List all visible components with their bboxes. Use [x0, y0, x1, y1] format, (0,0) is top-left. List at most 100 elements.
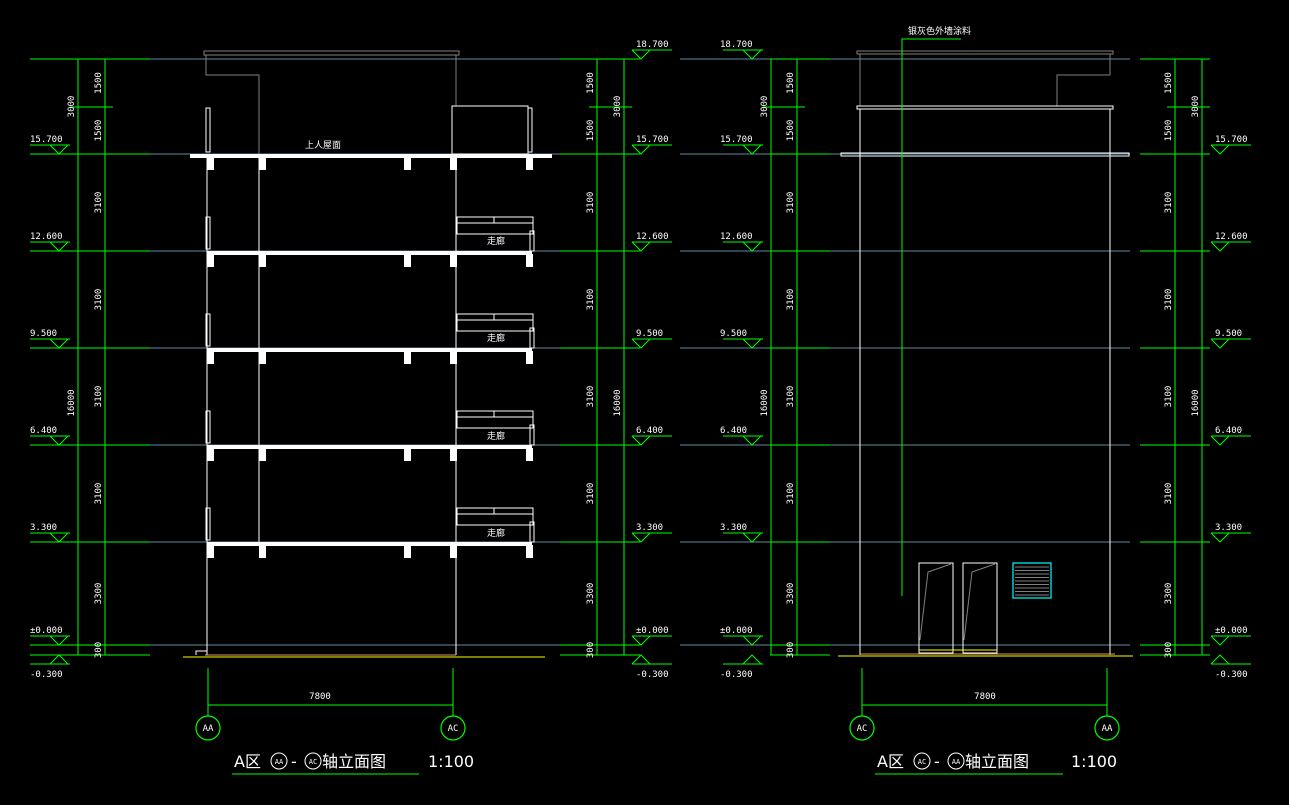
dimension-text: 3000: [67, 96, 77, 118]
elevation-text: 9.500: [1215, 329, 1242, 339]
dimension-text: 1500: [94, 72, 104, 94]
svg-text:AC: AC: [309, 758, 317, 766]
roof-band: [856, 105, 1114, 110]
dimension-text: 3300: [94, 583, 104, 605]
beam: [450, 157, 457, 170]
beam: [450, 448, 457, 461]
dimension-text: 3100: [586, 289, 596, 311]
elevation-marker: 6.400: [30, 426, 70, 446]
beam: [207, 351, 214, 364]
svg-text:-: -: [934, 752, 940, 771]
axis-bubble: AC: [849, 715, 875, 741]
svg-text:轴立面图: 轴立面图: [965, 752, 1029, 771]
dimension-text: 3100: [1164, 192, 1174, 214]
corridor-railing: [456, 313, 534, 332]
span-dimension-right: 7800: [974, 692, 996, 702]
elevation-text: 6.400: [30, 426, 57, 436]
elevation-marker: 15.700: [30, 135, 70, 155]
corridor-railing: [456, 216, 534, 235]
elevation-text: -0.300: [30, 670, 63, 680]
beam: [404, 545, 411, 558]
elevation-text: 3.300: [720, 523, 747, 533]
elevation-text: 6.400: [720, 426, 747, 436]
corridor-label: 走廊: [487, 332, 505, 344]
dimension-text: 3000: [1191, 96, 1201, 118]
elevation-marker: -0.300: [1210, 654, 1251, 680]
svg-text:AC: AC: [448, 724, 459, 734]
dimension-text: 300: [786, 642, 796, 658]
roof-band: [840, 152, 1130, 157]
elevation-text: 9.500: [720, 329, 747, 339]
roof-railing: [527, 107, 533, 153]
elevation-marker: ±0.000: [720, 626, 763, 646]
elevation-text: ±0.000: [1215, 626, 1248, 636]
corridor-label: 走廊: [487, 527, 505, 539]
beam: [450, 351, 457, 364]
elevation-marker: 12.600: [30, 232, 70, 252]
dimension-text: 3100: [786, 192, 796, 214]
dimension-text: 3100: [1164, 289, 1174, 311]
roof-railing: [205, 107, 211, 153]
elevation-text: 12.600: [636, 232, 669, 242]
beam: [526, 545, 533, 558]
elevation-text: 18.700: [636, 40, 669, 50]
right-elevation-facade: [838, 38, 1133, 657]
beam: [404, 254, 411, 267]
beam: [404, 157, 411, 170]
louver-vent: [1012, 562, 1052, 599]
svg-text:AA: AA: [275, 758, 284, 766]
railing-post: [529, 230, 535, 252]
beam: [526, 254, 533, 267]
elevation-markers: 15.700 12.600 9.500 6.400 3.300 ±0.000 -0.300 1…: [30, 40, 1251, 680]
elevation-marker: -0.300: [30, 654, 70, 680]
dimension-text: 16000: [613, 389, 623, 416]
dimension-text: 3100: [94, 289, 104, 311]
beam: [259, 254, 266, 267]
elevation-marker: -0.300: [720, 654, 763, 680]
dimension-text: 3000: [613, 96, 623, 118]
elevation-marker: ±0.000: [631, 626, 672, 646]
dimension-text: 16000: [760, 389, 770, 416]
dimension-text: 3300: [1164, 583, 1174, 605]
dimension-chains: 1500 1500 3100 3100 3100 3100 3300 300 3000 16000…: [30, 58, 1210, 716]
corridor-railing: [456, 507, 534, 526]
dimension-text: 3300: [586, 583, 596, 605]
elevation-text: 3.300: [636, 523, 663, 533]
beam: [207, 545, 214, 558]
dimension-text: 1500: [586, 120, 596, 142]
left-elevation-section: [183, 50, 552, 658]
elevation-marker: 9.500: [30, 329, 70, 349]
elevation-text: 3.300: [30, 523, 57, 533]
elevation-text: 12.600: [720, 232, 753, 242]
elevation-text: 3.300: [1215, 523, 1242, 533]
beam: [259, 545, 266, 558]
step: [195, 650, 207, 655]
floor-slab: [207, 251, 532, 255]
elevation-text: 15.700: [720, 135, 753, 145]
railing-post: [205, 507, 211, 541]
elevation-marker: 12.600: [720, 232, 763, 252]
door: [962, 562, 998, 654]
svg-text:AA: AA: [952, 758, 961, 766]
dimension-text: 3100: [786, 483, 796, 505]
beam: [526, 351, 533, 364]
elevation-marker: 9.500: [631, 329, 672, 349]
elevation-text: 18.700: [720, 40, 753, 50]
dimension-text: 3100: [94, 192, 104, 214]
elevation-marker: 12.600: [631, 232, 672, 252]
axis-bubble: AA: [1094, 715, 1120, 741]
parapet-cap: [203, 50, 460, 56]
svg-text:A区: A区: [234, 752, 261, 771]
roof-stair-box: [451, 105, 529, 155]
drawing-title-left: A区 AA - AC 轴立面图 1:100: [232, 752, 474, 775]
material-note: 银灰色外墙涂料: [908, 25, 971, 37]
elevation-text: 12.600: [1215, 232, 1248, 242]
elevation-marker: 18.700: [631, 40, 672, 60]
dimension-text: 300: [94, 642, 104, 658]
elevation-marker: ±0.000: [30, 626, 70, 646]
elevation-marker: 9.500: [1210, 329, 1251, 349]
elevation-text: 9.500: [636, 329, 663, 339]
beam: [207, 157, 214, 170]
beam: [207, 448, 214, 461]
elevation-text: 15.700: [1215, 135, 1248, 145]
